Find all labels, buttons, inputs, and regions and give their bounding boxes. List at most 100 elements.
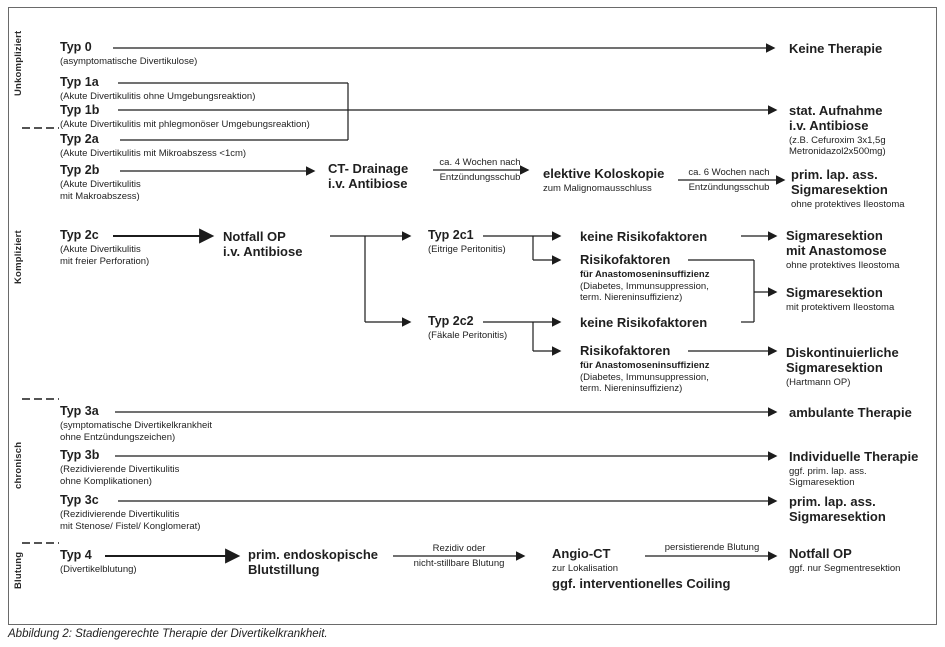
outcome-notfall-final: Notfall OP ggf. nur Segmentresektion [789, 546, 900, 574]
node-typ2b: Typ 2b (Akute Divertikulitis mit Makroab… [60, 163, 141, 202]
prim-lap-1-line1: prim. lap. ass. [791, 167, 878, 182]
outcome-individuelle: Individuelle Therapie ggf. prim. lap. as… [789, 449, 918, 489]
typ2c1-title: Typ 2c1 [428, 228, 474, 242]
typ2c2-title: Typ 2c2 [428, 314, 474, 328]
edge-label-wochen4-top: ca. 4 Wochen nach [439, 157, 521, 168]
node-keine-risiko-2c1: keine Risikofaktoren [580, 229, 708, 244]
sigma-anastomose-line2: mit Anastomose [786, 243, 887, 258]
typ0-title: Typ 0 [60, 40, 92, 54]
node-angio-ct: Angio-CT zur Lokalisation ggf. intervent… [552, 546, 730, 591]
node-typ2c1: Typ 2c1 (Eitrige Peritonitis) [428, 228, 506, 256]
node-risiko-2c1: Risikofaktoren für Anastomoseninsuffizie… [580, 252, 710, 304]
outcome-sigma-anastomose: Sigmaresektion mit Anastomose ohne prote… [786, 228, 900, 271]
typ1b-desc: (Akute Divertikulitis mit phlegmonöser U… [60, 119, 310, 130]
typ3c-title: Typ 3c [60, 493, 99, 507]
prim-lap-1-sub1: ohne protektives Ileostoma [791, 199, 905, 210]
node-typ2a: Typ 2a (Akute Divertikulitis mit Mikroab… [60, 132, 246, 160]
risiko-2c1-sub2: (Diabetes, Immunsuppression, [580, 280, 709, 292]
typ2c-title: Typ 2c [60, 228, 99, 242]
node-blutstillung: prim. endoskopische Blutstillung [248, 547, 378, 577]
outcome-prim-lap-2: prim. lap. ass. Sigmaresektion [789, 494, 886, 524]
outcome-prim-lap-1: prim. lap. ass. Sigmaresektion ohne prot… [791, 167, 905, 210]
angio-ct-sub: zur Lokalisation [552, 563, 619, 574]
angio-ct-line2: ggf. interventionelles Coiling [552, 576, 731, 591]
section-label-chronisch: chronisch [13, 441, 24, 489]
node-typ3c: Typ 3c (Rezidivierende Divertikulitis mi… [60, 493, 200, 532]
notfall-final-sub1: ggf. nur Segmentresektion [789, 563, 901, 574]
stat-aufnahme-line1: stat. Aufnahme [789, 103, 883, 118]
node-keine-risiko-2c2: keine Risikofaktoren [580, 315, 708, 330]
blutstillung-line1: prim. endoskopische [248, 547, 379, 562]
individuelle-sub1: ggf. prim. lap. ass. [789, 466, 867, 477]
edge-label-rezidiv-bottom: nicht-stillbare Blutung [413, 558, 505, 569]
node-typ3b: Typ 3b (Rezidivierende Divertikulitis oh… [60, 448, 179, 487]
stat-aufnahme-sub1: (z.B. Cefuroxim 3x1,5g [789, 135, 886, 146]
notfall-op-line2: i.v. Antibiose [223, 244, 303, 259]
typ3c-desc: (Rezidivierende Divertikulitis [60, 509, 180, 520]
typ0-desc: (asymptomatische Divertikulose) [60, 56, 198, 67]
typ3c-desc2: mit Stenose/ Fistel/ Konglomerat) [60, 520, 201, 532]
sigma-anastomose-sub1: ohne protektives Ileostoma [786, 260, 900, 271]
node-typ1b: Typ 1b (Akute Divertikulitis mit phlegmo… [60, 103, 310, 131]
edge-label-rezidiv-top: Rezidiv oder [432, 543, 486, 554]
node-typ0: Typ 0 (asymptomatische Divertikulose) [60, 40, 197, 68]
prim-lap-1-line2: Sigmaresektion [791, 182, 888, 197]
outcome-stat-aufnahme: stat. Aufnahme i.v. Antibiose (z.B. Cefu… [789, 103, 886, 158]
typ3a-title: Typ 3a [60, 404, 99, 418]
prim-lap-2-line2: Sigmaresektion [789, 509, 886, 524]
angio-ct-title: Angio-CT [552, 546, 611, 561]
typ1a-title: Typ 1a [60, 75, 99, 89]
sigma-anastomose-line1: Sigmaresektion [786, 228, 883, 243]
sigma-protektiv-line1: Sigmaresektion [786, 285, 883, 300]
node-typ3a: Typ 3a (symptomatische Divertikelkrankhe… [60, 404, 212, 443]
typ3a-desc: (symptomatische Divertikelkrankheit [60, 420, 213, 431]
typ3b-desc2: ohne Komplikationen) [60, 475, 152, 487]
typ2c1-desc: (Eitrige Peritonitis) [428, 244, 506, 255]
typ3b-title: Typ 3b [60, 448, 100, 462]
section-label-kompliziert: Kompliziert [13, 230, 24, 284]
section-label-unkompliziert: Unkompliziert [13, 30, 24, 96]
typ2c2-desc: (Fäkale Peritonitis) [428, 330, 508, 341]
blutstillung-line2: Blutstillung [248, 562, 320, 577]
risiko-2c2-sub2: (Diabetes, Immunsuppression, [580, 371, 709, 383]
diskontinuierlich-line2: Sigmaresektion [786, 360, 883, 375]
typ2a-desc: (Akute Divertikulitis mit Mikroabszess <… [60, 148, 247, 159]
risiko-2c1-sub3: term. Niereninsuffizienz) [580, 292, 683, 303]
node-typ2c2: Typ 2c2 (Fäkale Peritonitis) [428, 314, 507, 342]
node-typ4: Typ 4 (Divertikelblutung) [60, 548, 137, 576]
typ2b-desc2: mit Makroabszess) [60, 190, 140, 202]
risiko-2c2-sub3: term. Niereninsuffizienz) [580, 383, 683, 394]
typ4-desc: (Divertikelblutung) [60, 564, 137, 575]
typ3a-desc2: ohne Entzündungszeichen) [60, 431, 176, 443]
risiko-2c1-sub1: für Anastomoseninsuffizienz [580, 269, 710, 280]
section-label-blutung: Blutung [13, 551, 24, 589]
node-risiko-2c2: Risikofaktoren für Anastomoseninsuffizie… [580, 343, 710, 395]
typ2c-desc: (Akute Divertikulitis [60, 244, 141, 255]
typ2c-desc2: mit freier Perforation) [60, 255, 150, 267]
diskontinuierlich-line1: Diskontinuierliche [786, 345, 899, 360]
outcome-keine-therapie: Keine Therapie [789, 41, 883, 56]
stat-aufnahme-sub2: Metronidazol2x500mg) [789, 146, 886, 157]
outcome-ambulante: ambulante Therapie [789, 405, 912, 420]
figure-caption: Abbildung 2: Stadiengerechte Therapie de… [8, 628, 328, 640]
typ3b-desc: (Rezidivierende Divertikulitis [60, 464, 180, 475]
prim-lap-2-line1: prim. lap. ass. [789, 494, 876, 509]
individuelle-line1: Individuelle Therapie [789, 449, 919, 464]
ct-drainage-line1: CT- Drainage [328, 161, 409, 176]
node-typ2c: Typ 2c (Akute Divertikulitis mit freier … [60, 228, 149, 267]
stat-aufnahme-line2: i.v. Antibiose [789, 118, 869, 133]
figure-border [8, 7, 937, 625]
outcome-sigma-protektiv: Sigmaresektion mit protektivem Ileostoma [786, 285, 894, 313]
typ4-title: Typ 4 [60, 548, 92, 562]
edge-label-wochen4-bottom: Entzündungsschub [439, 172, 521, 183]
notfall-final-line1: Notfall OP [789, 546, 852, 561]
node-koloskopie: elektive Koloskopie zum Malignomausschlu… [543, 166, 664, 194]
notfall-op-line1: Notfall OP [223, 229, 286, 244]
typ2b-desc: (Akute Divertikulitis [60, 179, 141, 190]
koloskopie-sub: zum Malignomausschluss [543, 183, 652, 194]
koloskopie-title: elektive Koloskopie [543, 166, 665, 181]
edge-label-wochen6-top: ca. 6 Wochen nach [688, 167, 770, 178]
outcome-diskontinuierlich: Diskontinuierliche Sigmaresektion (Hartm… [786, 345, 899, 388]
typ1a-desc: (Akute Divertikulitis ohne Umgebungsreak… [60, 91, 256, 102]
